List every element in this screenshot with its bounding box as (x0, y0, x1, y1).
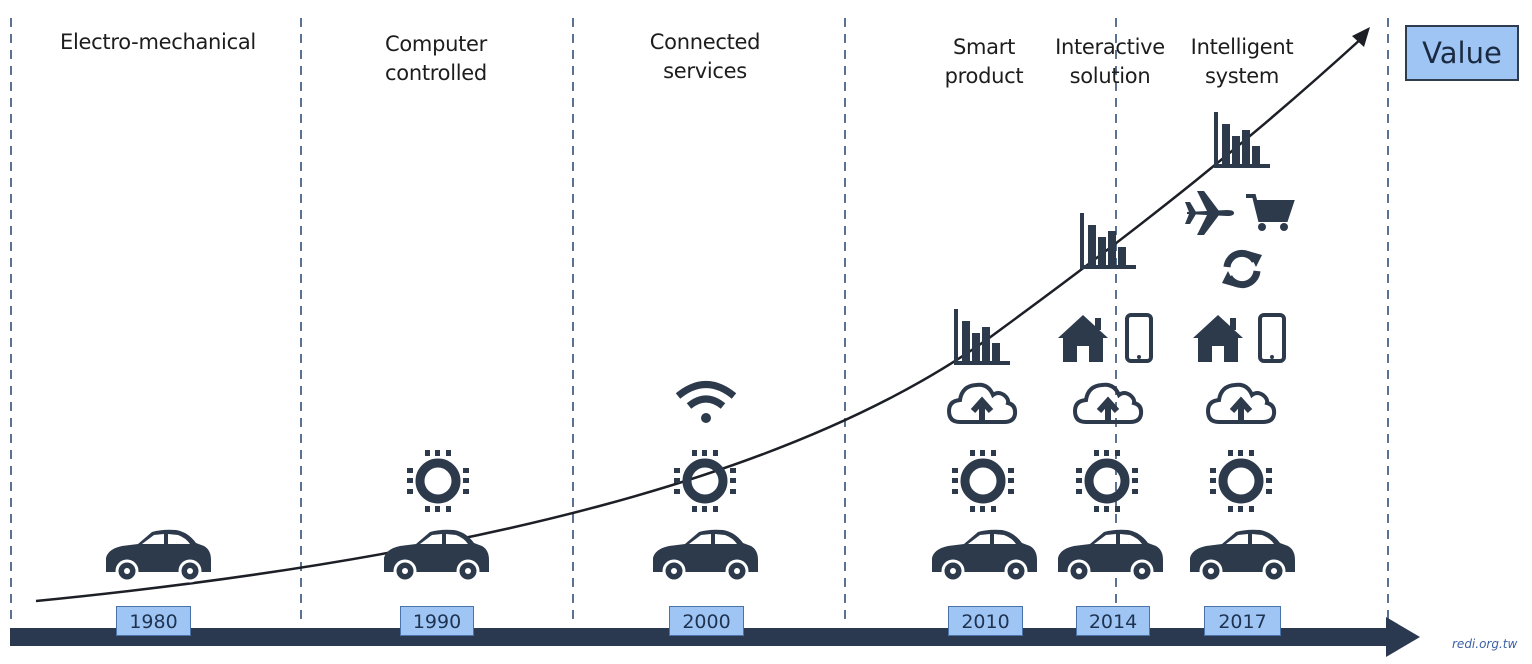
stage-title: Computer controlled (385, 32, 487, 85)
bar-chart-icon (1080, 211, 1138, 269)
bar-chart-icon (1214, 110, 1272, 168)
home-icon (1193, 315, 1243, 362)
year-label: 2000 (669, 606, 744, 636)
car-icon (1188, 528, 1297, 583)
value-curve (35, 37, 1363, 603)
stage-dividers (10, 18, 1389, 625)
chip-icon (952, 450, 1014, 512)
bar-chart-icon (954, 307, 1012, 365)
chip-icon (674, 450, 736, 512)
year-label: 2010 (948, 606, 1023, 636)
year-label: 2017 (1204, 606, 1281, 636)
car-icon (1056, 528, 1165, 583)
wifi-icon (678, 385, 734, 424)
car-icon (382, 528, 491, 583)
chip-icon (1076, 450, 1138, 512)
year-label: 1980 (116, 606, 191, 636)
watermark: redi.org.tw (1452, 637, 1518, 651)
phone-icon (1125, 313, 1153, 363)
stage-title: Electro-mechanical (60, 30, 256, 54)
timeline-arrowhead (1386, 617, 1420, 657)
car-icon (104, 528, 213, 583)
stage-title: Interactive solution (1055, 35, 1165, 88)
sync-icon (1222, 251, 1262, 287)
cloud-upload-icon (1075, 385, 1141, 422)
phone-icon (1258, 313, 1286, 363)
chip-icon (1210, 450, 1272, 512)
value-label: Value (1405, 25, 1519, 81)
car-icon (651, 528, 760, 583)
value-curve-arrowhead (1352, 27, 1370, 47)
cart-icon (1244, 194, 1294, 233)
stage-title: Connected services (649, 30, 761, 83)
chip-icon (407, 450, 469, 512)
airplane-icon (1185, 191, 1234, 235)
car-icon (930, 528, 1039, 583)
home-icon (1058, 315, 1108, 362)
stage-title: Smart product (944, 35, 1024, 88)
cloud-upload-icon (949, 385, 1015, 422)
cloud-upload-icon (1208, 385, 1274, 422)
timeline-axis (10, 617, 1420, 657)
stage-title: Intelligent system (1190, 35, 1294, 88)
year-label: 1990 (400, 606, 474, 636)
year-label: 2014 (1076, 606, 1150, 636)
